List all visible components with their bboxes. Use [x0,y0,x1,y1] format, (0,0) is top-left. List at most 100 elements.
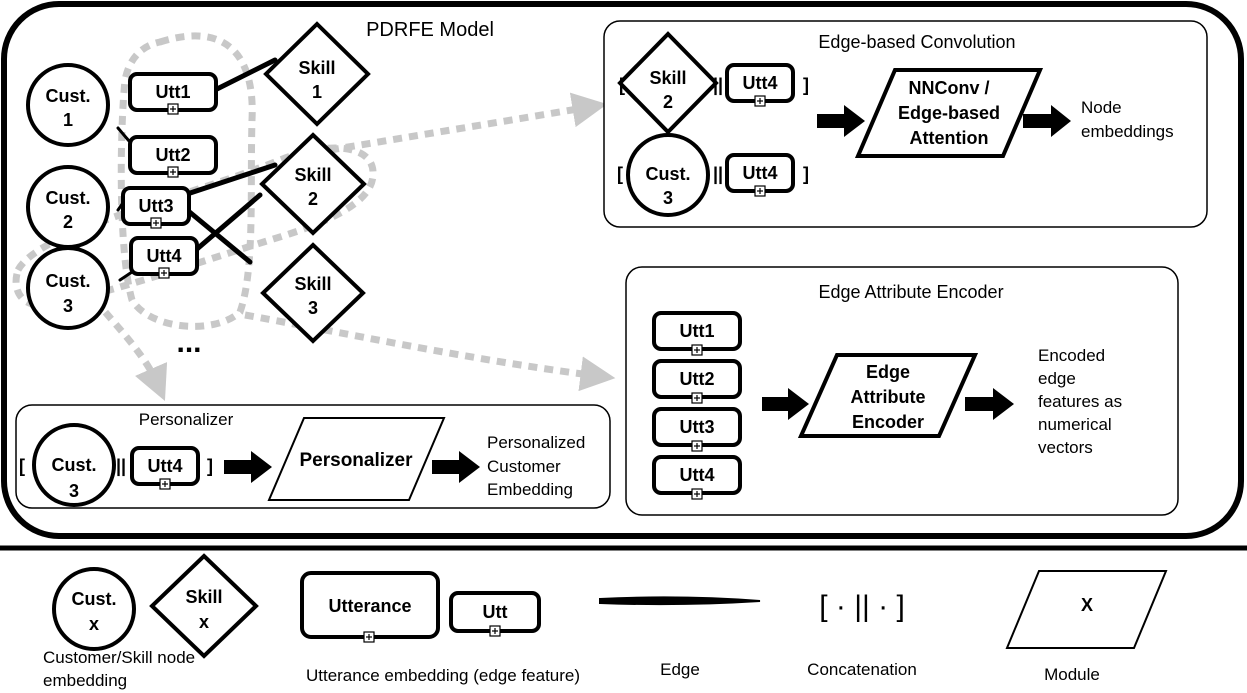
legend-utterance-big-label: Utterance [328,596,411,616]
edge-conv-cust-label: Cust. [646,164,691,184]
expand-icon [691,440,703,452]
legend-skill-label: Skill [185,587,222,607]
edge-attr-utt-label-3: Utt3 [680,417,715,437]
arrow-right-icon [224,451,272,483]
utterance-1-label: Utt1 [156,82,191,102]
utterance-node-4: Utt4 [129,236,199,279]
utterance-4-label: Utt4 [147,246,182,266]
arrow-right-icon [432,451,480,483]
edge-attr-module-line2: Attribute [851,387,926,407]
personalizer-cust-label: Cust. [52,455,97,475]
customer-2-id: 2 [63,212,73,232]
arrow-to-edge-attr [244,311,616,392]
edge-attr-utt-label-4: Utt4 [680,465,715,485]
edge-attr-output-line4: numerical [1038,415,1112,434]
expand-icon [150,217,162,229]
legend-customer-node [52,567,136,651]
customer-2-label: Cust. [46,188,91,208]
edge-attr-output-line1: Encoded [1038,346,1105,365]
edge-conv-utt-label-b: Utt4 [743,163,778,183]
personalizer-output-line3: Embedding [487,480,573,499]
legend-skill-id: x [199,612,209,632]
skill-3-label: Skill [294,274,331,294]
bracket-close: ] [803,75,809,95]
bracket-close: ] [803,164,809,184]
utterance-3-label: Utt3 [139,196,174,216]
edge-conv-module-line3: Attention [910,128,989,148]
legend-skill-node [149,553,259,659]
personalizer-title: Personalizer [139,410,234,429]
legend-edge-line [599,596,761,606]
legend-concat-symbol: [ · || · ] [819,590,905,623]
edge-attr-module-line3: Encoder [852,412,924,432]
expand-icon [159,478,171,490]
concat-symbol: || [116,456,126,476]
personalizer-cust-node [32,423,116,507]
edge-conv-skill-label: Skill [649,68,686,88]
legend-module-shape [1005,570,1168,649]
customer-1-label: Cust. [46,86,91,106]
edge-attr-utt-label-2: Utt2 [680,369,715,389]
personalizer-output-line2: Customer [487,457,561,476]
personalizer-utt-label: Utt4 [148,456,183,476]
utterance-grouping [117,32,256,330]
customer-node-3: Cust. 3 [26,246,110,330]
personalizer-output-line1: Personalized [487,433,585,452]
edge-conv-cust-id: 3 [663,188,673,208]
arrow-right-icon [965,388,1014,420]
personalizer-panel: Personalizer [ Cust. 3 || Utt4 ] Persona… [15,404,611,509]
bracket-close: ] [207,456,213,476]
customer-node-2: Cust. 2 [26,165,110,249]
concat-symbol: || [713,164,723,184]
skill-1-label: Skill [298,58,335,78]
skill-1-id: 1 [312,82,322,102]
skill-node-2: Skill 2 [259,132,367,236]
edge-attr-panel: Edge Attribute Encoder Utt1 Utt2 Utt3 Ut… [625,266,1179,516]
legend-concat-caption: Concatenation [807,660,917,679]
edge-conv-panel: Edge-based Convolution [ Skill 2 || Utt4… [603,20,1208,228]
edge-conv-utt-label-a: Utt4 [743,73,778,93]
customer-3-id: 3 [63,296,73,316]
legend-module-caption: Module [1044,665,1100,684]
legend-module-symbol: X [1081,595,1093,615]
model-title: PDRFE Model [366,19,494,41]
customer-3-label: Cust. [46,271,91,291]
skill-3-id: 3 [308,298,318,318]
personalizer-cust-id: 3 [69,481,79,501]
edge-conv-output-line1: Node [1081,98,1122,117]
expand-icon [754,95,766,107]
bracket-open: [ [19,456,25,476]
expand-icon [167,166,179,178]
edge-conv-skill-node [617,31,719,135]
arrow-right-icon [762,388,809,420]
bracket-open: [ [617,164,623,184]
legend-edge-caption: Edge [660,660,700,679]
edge-attr-title: Edge Attribute Encoder [818,282,1003,302]
legend-node-caption-line1: Customer/Skill node [43,648,195,667]
edge-attr-utt-label-1: Utt1 [680,321,715,341]
utterance-2-label: Utt2 [156,145,191,165]
skill-2-id: 2 [308,189,318,209]
legend-utterance-caption: Utterance embedding (edge feature) [306,666,580,685]
expand-icon [691,344,703,356]
personalizer-module-label: Personalizer [300,450,414,471]
model-frame [1,1,1244,539]
utterance-node-2: Utt2 [128,135,218,178]
more-nodes-ellipsis: ... [176,326,201,359]
expand-icon [691,392,703,404]
expand-icon [158,267,170,279]
edge-conv-output-line2: embeddings [1081,122,1174,141]
legend: Cust. x Skill x Customer/Skill node embe… [43,553,1168,690]
edge-attr-module-line1: Edge [866,362,910,382]
arrow-to-edge-conv [329,92,608,154]
skill-node-1: Skill 1 [263,21,371,127]
expand-icon [691,488,703,500]
edge-attr-output-line2: edge [1038,369,1076,388]
edge-attr-module [797,353,979,438]
edge-attr-output-line5: vectors [1038,438,1093,457]
arrow-right-icon [1023,105,1071,137]
legend-customer-label: Cust. [72,589,117,609]
edge-conv-cust-node [626,133,710,217]
edge-conv-skill-id: 2 [663,92,673,112]
edge-conv-title: Edge-based Convolution [818,32,1015,52]
